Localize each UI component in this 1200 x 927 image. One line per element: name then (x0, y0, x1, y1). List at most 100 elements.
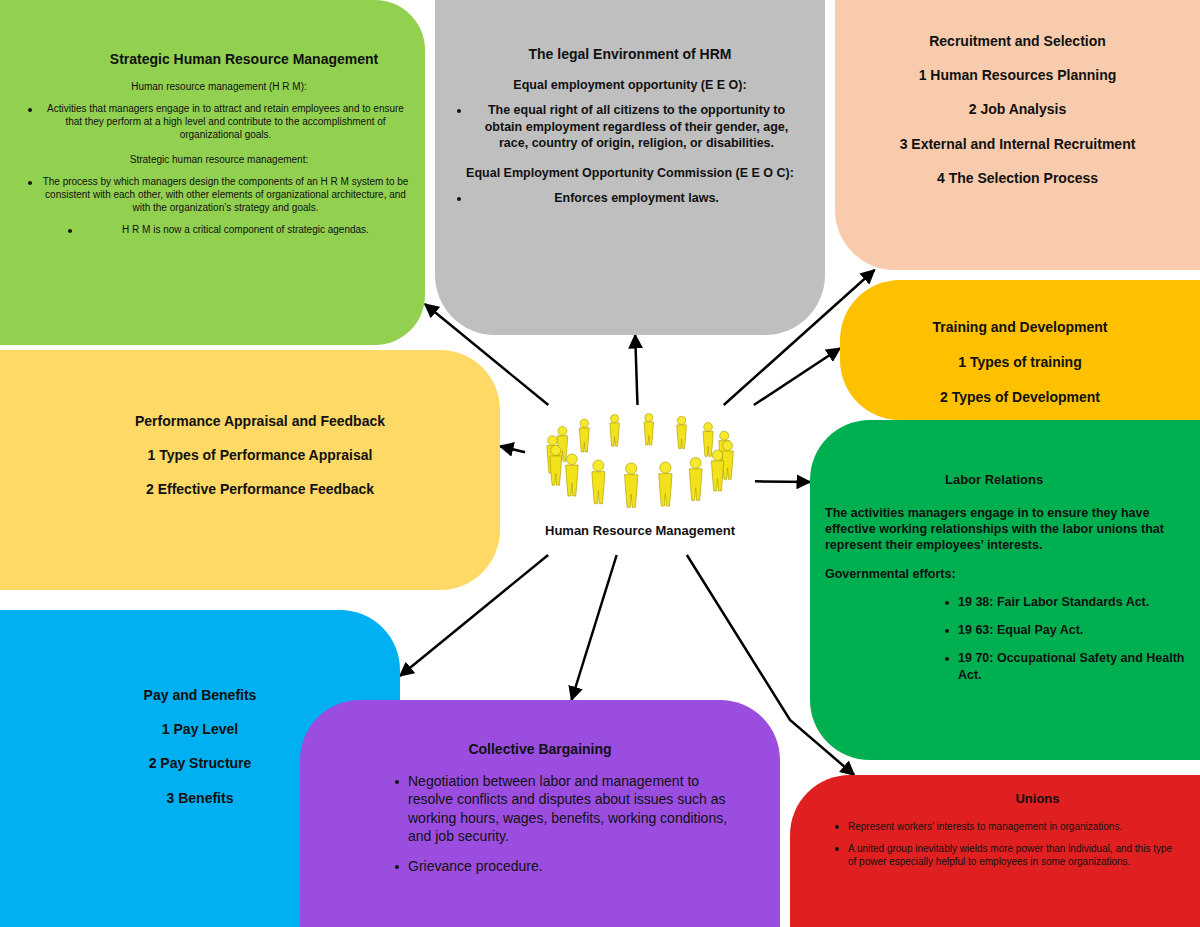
heading: The legal Environment of HRM (457, 45, 803, 63)
bullet-text: Activities that managers engage in to at… (41, 102, 410, 141)
person-body (550, 456, 562, 485)
body-text: The activities managers engage in to ens… (825, 505, 1188, 554)
person-figure (659, 462, 672, 506)
text-row: Strategic Human Resource Management (78, 50, 410, 68)
person-body (592, 472, 605, 504)
topic-panel: Collective BargainingNegotiation between… (300, 700, 780, 927)
bullet-row: A united group inevitably wields more po… (835, 842, 1180, 868)
heading: Labor Relations (945, 472, 1188, 489)
person-body (579, 428, 589, 452)
person-body (644, 422, 653, 445)
bullet-dot (835, 847, 839, 851)
body-text: Human resource management (H R M): (28, 80, 410, 93)
person-body (625, 475, 638, 508)
person-head (593, 460, 604, 471)
body-text: 1 Human Resources Planning (850, 66, 1185, 84)
text-row: Strategic human resource management: (28, 153, 410, 166)
bullet-row: Grievance procedure. (395, 857, 745, 875)
center-topic: Human Resource Management (525, 405, 755, 555)
text-row: Performance Appraisal and Feedback (40, 412, 480, 430)
heading: Collective Bargaining (335, 740, 745, 758)
text-row: 1 Types of Performance Appraisal (40, 446, 480, 464)
person-figure (550, 445, 562, 485)
topic-panel: Performance Appraisal and Feedback 1 Type… (0, 350, 500, 590)
body-text: Equal employment opportunity (E E O): (457, 77, 803, 93)
bullet-text: Represent workers’ interests to manageme… (848, 820, 1180, 833)
text-row: Equal Employment Opportunity Commission … (457, 165, 803, 181)
bullet-row: Activities that managers engage in to at… (28, 102, 410, 141)
connector-arrow (755, 480, 810, 483)
bullet-dot (945, 629, 949, 633)
person-figure (703, 423, 713, 457)
node-content: The legal Environment of HRM Equal employ… (457, 45, 803, 207)
text-row: Training and Development (855, 318, 1185, 336)
text-row: 4 The Selection Process (850, 169, 1185, 187)
body-text: 2 Job Analysis (850, 100, 1185, 118)
bullet-dot (457, 109, 461, 113)
person-head (712, 450, 722, 460)
text-row: Collective Bargaining (335, 740, 745, 758)
bullet-dot (945, 601, 949, 605)
body-text: 1 Types of training (855, 353, 1185, 371)
person-head (548, 436, 557, 445)
person-figure (579, 419, 589, 452)
text-row: Equal employment opportunity (E E O): (457, 77, 803, 93)
bullet-row: The process by which managers design the… (28, 175, 410, 214)
person-head (626, 463, 637, 474)
person-head (660, 462, 671, 473)
person-head (678, 416, 686, 424)
heading: Pay and Benefits (20, 686, 380, 704)
body-text: 1 Types of Performance Appraisal (40, 446, 480, 464)
person-head (645, 414, 653, 422)
person-head (704, 423, 713, 432)
person-head (558, 427, 567, 436)
bullet-row: The equal right of all citizens to the o… (457, 102, 803, 151)
topic-panel: Strategic Human Resource ManagementHuman… (0, 0, 425, 345)
bullet-text: 19 70: Occupational Safety and Health Ac… (958, 650, 1188, 683)
text-row: Human Resource Management (525, 523, 755, 540)
bullet-row: Represent workers’ interests to manageme… (835, 820, 1180, 833)
person-figure (592, 460, 605, 504)
node-content: Labor RelationsThe activities managers e… (825, 472, 1188, 683)
person-body (677, 425, 687, 449)
bullet-text: Negotiation between labor and management… (408, 772, 745, 845)
bullet-dot (945, 657, 949, 661)
bullet-row: 19 63: Equal Pay Act. (945, 622, 1188, 638)
topic-panel: The legal Environment of HRM Equal employ… (435, 0, 825, 335)
bullet-dot (395, 865, 399, 869)
bullet-dot (395, 780, 399, 784)
connector-arrow (754, 348, 840, 405)
node-content: Collective BargainingNegotiation between… (395, 740, 745, 875)
bullet-dot (28, 108, 32, 112)
node-content: Recruitment and Selection 1 Human Resourc… (850, 32, 1185, 187)
body-text: 2 Types of Development (855, 388, 1185, 406)
text-row: 2 Job Analysis (850, 100, 1185, 118)
body-text: 3 External and Internal Recruitment (850, 135, 1185, 153)
person-figure (677, 416, 687, 448)
bullet-text: Grievance procedure. (408, 857, 745, 875)
person-figure (625, 463, 638, 507)
text-row: The legal Environment of HRM (457, 45, 803, 63)
bullet-text: The process by which managers design the… (41, 175, 410, 214)
heading: Recruitment and Selection (850, 32, 1185, 50)
bullet-row: Negotiation between labor and management… (395, 772, 745, 845)
heading: Unions (895, 791, 1180, 808)
person-head (690, 457, 701, 468)
person-figure (566, 454, 579, 496)
text-row: Labor Relations (945, 472, 1188, 489)
person-head (720, 431, 729, 440)
body-text: 2 Effective Performance Feedback (40, 480, 480, 498)
connector-arrow (635, 335, 637, 405)
heading: Strategic Human Resource Management (78, 50, 410, 68)
text-row: 1 Types of training (855, 353, 1185, 371)
bullet-text: 19 63: Equal Pay Act. (958, 622, 1188, 638)
node-content: Training and Development 1 Types of train… (855, 318, 1185, 407)
bullet-row: 19 38: Fair Labor Standards Act. (945, 594, 1188, 610)
bullet-text: A united group inevitably wields more po… (848, 842, 1180, 868)
person-body (703, 432, 713, 457)
heading: Human Resource Management (525, 523, 755, 540)
bullet-dot (68, 229, 72, 233)
connector-arrow (572, 555, 617, 700)
topic-panel: Labor RelationsThe activities managers e… (810, 420, 1200, 760)
heading: Training and Development (855, 318, 1185, 336)
